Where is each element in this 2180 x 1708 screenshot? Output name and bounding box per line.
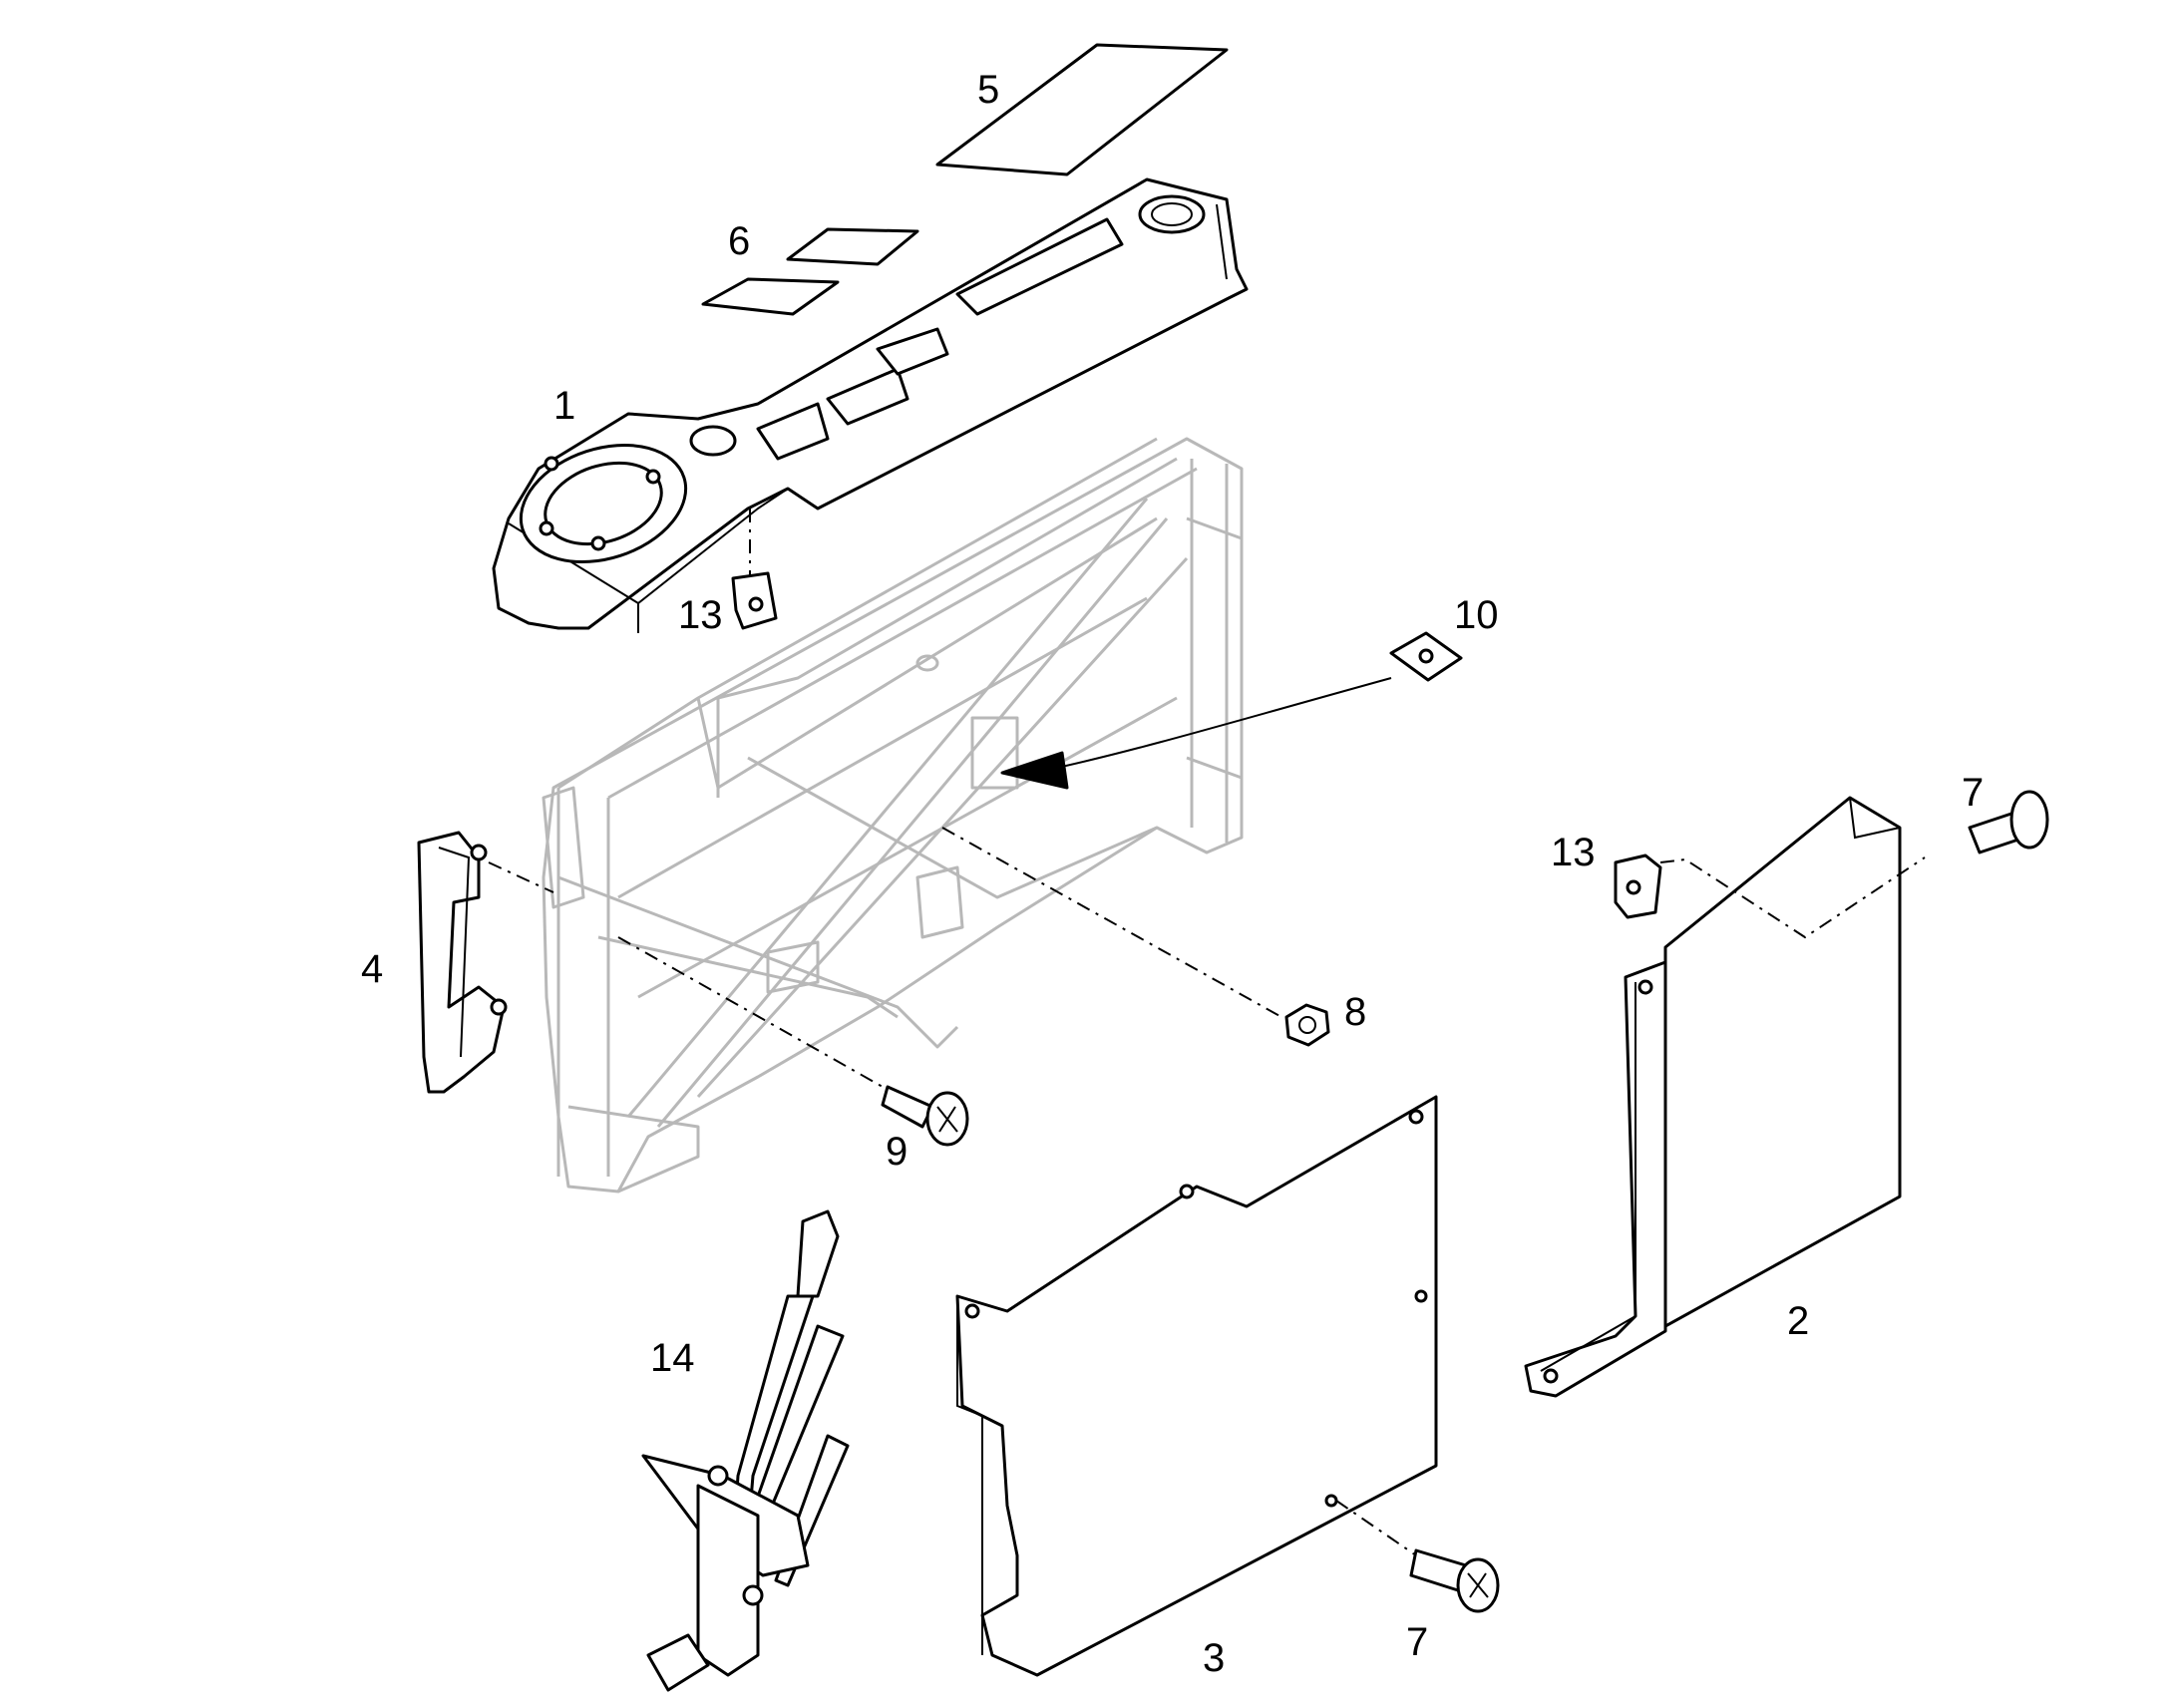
callout-14: 14	[650, 1336, 695, 1380]
upper-console-cover	[492, 177, 1249, 633]
callout-13-right: 13	[1551, 831, 1596, 874]
arrow-head	[1000, 751, 1069, 790]
callout-arrow-10	[1056, 677, 1392, 769]
callout-7-lower: 7	[1406, 1620, 1428, 1664]
grab-handle	[417, 831, 508, 1094]
callout-4: 4	[361, 947, 383, 991]
side-panel-right	[1524, 796, 1902, 1398]
callout-3: 3	[1203, 1636, 1225, 1680]
hex-nut	[1284, 1003, 1330, 1047]
screw-7-lower	[1409, 1548, 1500, 1613]
screw-9	[881, 1085, 969, 1147]
callout-13-top: 13	[678, 593, 723, 637]
callout-5: 5	[977, 68, 999, 112]
clip-nut-top	[731, 571, 778, 630]
callout-6: 6	[728, 219, 750, 263]
leader-9	[617, 936, 884, 1088]
callout-9: 9	[886, 1130, 908, 1174]
leader-4	[488, 861, 554, 893]
callout-10: 10	[1454, 593, 1499, 637]
side-panel-left	[955, 1095, 1438, 1677]
callout-7-upper: 7	[1962, 771, 1984, 815]
callout-8: 8	[1344, 990, 1366, 1034]
lever-assembly	[641, 1209, 850, 1692]
leader-13-right	[1659, 856, 1926, 939]
callout-2: 2	[1787, 1299, 1809, 1343]
screw-7-upper	[1968, 790, 2049, 854]
cover-plate-small-upper	[786, 227, 919, 266]
clip-nut-10	[1389, 631, 1463, 682]
clip-nut-right	[1614, 854, 1662, 919]
cover-plate-large	[935, 43, 1229, 176]
leader-8	[941, 827, 1282, 1018]
callout-1: 1	[553, 384, 575, 428]
cover-plate-small-lower	[701, 277, 840, 316]
